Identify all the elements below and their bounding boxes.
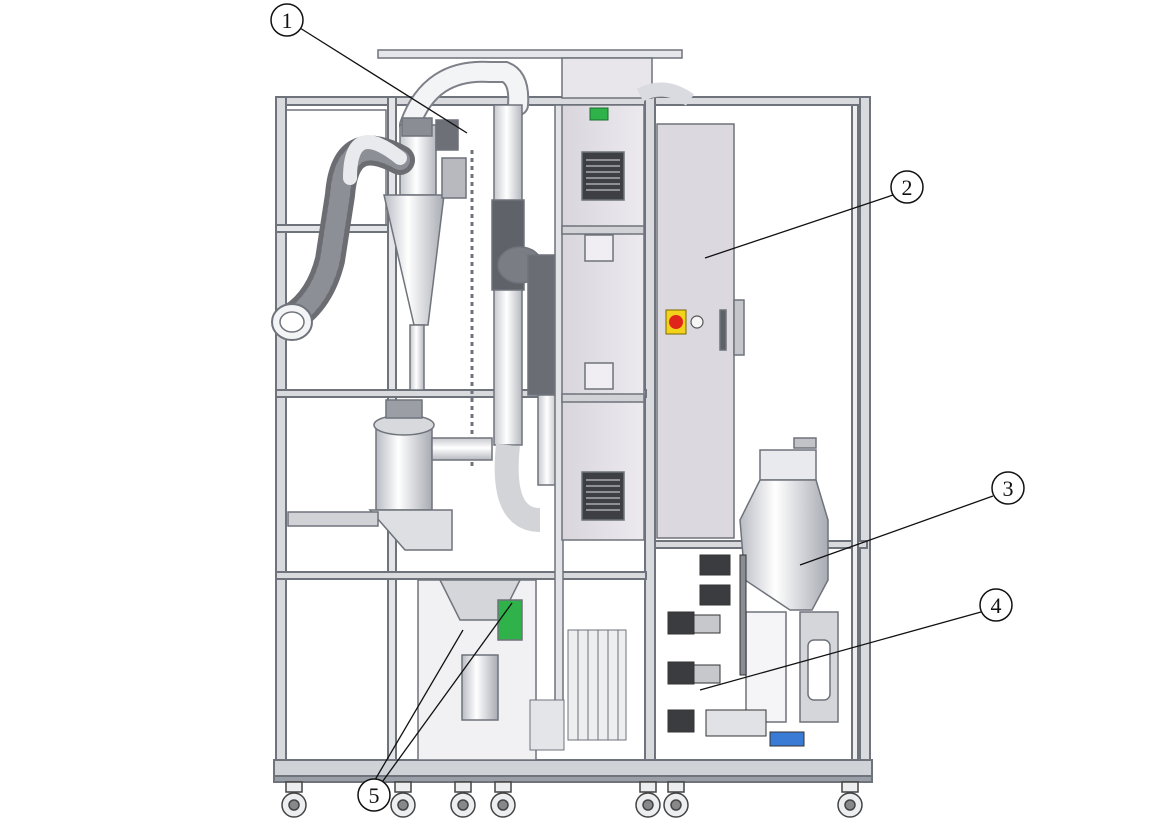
caster-wheel xyxy=(635,781,661,818)
leader-line-3 xyxy=(799,495,994,566)
solenoid-valve-bank xyxy=(667,554,805,747)
cyclone-separator xyxy=(383,60,530,391)
filter-housing xyxy=(287,399,493,551)
callout-1: 1 xyxy=(270,3,304,37)
fan-cabinet xyxy=(561,104,645,541)
callout-2: 2 xyxy=(890,170,924,204)
callout-5: 5 xyxy=(357,778,391,812)
manifold-block xyxy=(529,629,627,751)
caster-wheel xyxy=(390,781,416,818)
leader-line-1 xyxy=(299,27,468,134)
caster-wheel xyxy=(490,781,516,818)
casters xyxy=(281,781,863,818)
leader-line-5a xyxy=(371,629,464,786)
callout-label-3: 3 xyxy=(1003,476,1014,501)
leader-line-4 xyxy=(699,611,982,691)
pressure-vessel xyxy=(739,437,839,723)
caster-wheel xyxy=(281,781,307,818)
caster-wheel xyxy=(663,781,689,818)
emergency-stop-button xyxy=(665,309,704,335)
leader-line-5b xyxy=(379,602,513,786)
callout-label-1: 1 xyxy=(282,8,293,33)
status-indicator xyxy=(589,107,609,121)
callout-label-5: 5 xyxy=(369,783,380,808)
callout-3: 3 xyxy=(991,471,1025,505)
callout-label-4: 4 xyxy=(991,593,1002,618)
callout-label-2: 2 xyxy=(902,175,913,200)
callout-4: 4 xyxy=(979,588,1013,622)
leader-line-2 xyxy=(704,194,894,259)
top-hood xyxy=(377,49,683,99)
flexible-hose xyxy=(271,135,415,341)
caster-wheel xyxy=(837,781,863,818)
hopper xyxy=(417,579,537,761)
callout-leader-lines xyxy=(299,27,994,786)
vent-grille xyxy=(586,159,620,511)
top-duct xyxy=(636,82,695,106)
caster-wheel xyxy=(450,781,476,818)
